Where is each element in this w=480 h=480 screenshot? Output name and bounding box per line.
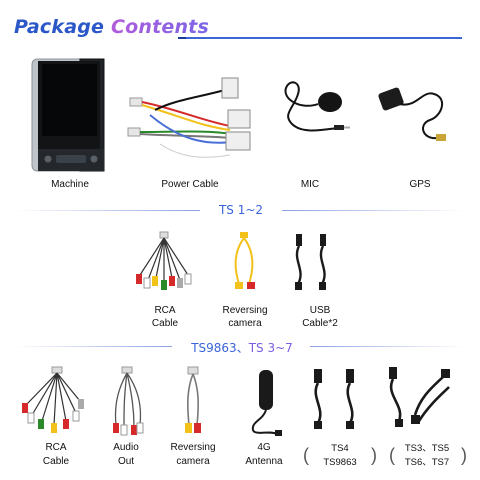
audio-out-label-2: Out — [117, 456, 135, 467]
car-stereo-unit-icon — [31, 58, 105, 172]
section2-title-a: TS9863 — [191, 341, 237, 355]
bracket1-line2: TS9863 — [323, 457, 357, 468]
section2-title: TS9863、TS 3~7 — [182, 339, 302, 356]
bracket2-line2: TS6、TS7 — [404, 457, 450, 468]
rca-cable-2-label-1: RCA — [45, 442, 67, 453]
usb-cable-label-1: USB — [309, 305, 331, 316]
section2-title-b: TS 3~7 — [248, 341, 293, 355]
section1-title: TS 1~2 — [218, 203, 264, 217]
audio-out-harness-icon — [113, 366, 144, 436]
reversing-camera-label-2: camera — [228, 318, 262, 329]
rca-cable-2-label-2: Cable — [42, 456, 70, 467]
usb-cable-icon — [295, 234, 326, 290]
lte-antenna-label-1: 4G — [257, 442, 271, 453]
usb-cable-ts3-icon — [389, 367, 450, 427]
microphone-icon — [284, 81, 350, 132]
bracket2-open: ( — [389, 445, 395, 465]
section1-divider-left — [14, 210, 200, 211]
section1-divider-right — [282, 210, 466, 211]
bracket2-close: ) — [461, 445, 467, 465]
usb-cable-ts4-icon — [314, 369, 354, 429]
rca-cable-label-2: Cable — [151, 318, 179, 329]
bracket1-line1: TS4 — [331, 443, 349, 454]
section2-divider-left — [14, 346, 172, 347]
reversing-camera-2-label-1: Reversing — [170, 442, 216, 453]
title-underline-accent — [178, 37, 186, 39]
bracket2-line1: TS3、TS5 — [404, 443, 450, 454]
reversing-camera-label-1: Reversing — [222, 305, 268, 316]
bracket1-close: ) — [371, 445, 377, 465]
lte-antenna-icon — [251, 370, 282, 436]
usb-cable-label-2: Cable*2 — [302, 318, 338, 329]
gps-antenna-icon — [378, 87, 446, 141]
camera-cable-icon — [234, 232, 255, 289]
power-harness-icon — [127, 77, 251, 158]
machine-label: Machine — [51, 179, 89, 190]
power-cable-label: Power Cable — [161, 179, 219, 190]
title-word-package: Package — [14, 16, 105, 38]
rca-harness-icon — [136, 231, 192, 290]
reversing-camera-2-label-2: camera — [176, 456, 210, 467]
mic-label: MIC — [300, 179, 320, 190]
bracket1-open: ( — [303, 445, 309, 465]
page-title: Package Contents — [14, 16, 209, 38]
title-word-contents: Contents — [110, 16, 209, 38]
rca-cable-label-1: RCA — [154, 305, 176, 316]
section2-title-separator: 、 — [236, 341, 249, 355]
rca-harness-2-icon — [22, 366, 84, 433]
title-underline — [178, 37, 462, 39]
gps-label: GPS — [409, 179, 431, 190]
section2-divider-right — [310, 346, 466, 347]
audio-out-label-1: Audio — [113, 442, 139, 453]
camera-cable-2-icon — [185, 366, 201, 433]
lte-antenna-label-2: Antenna — [245, 456, 283, 467]
